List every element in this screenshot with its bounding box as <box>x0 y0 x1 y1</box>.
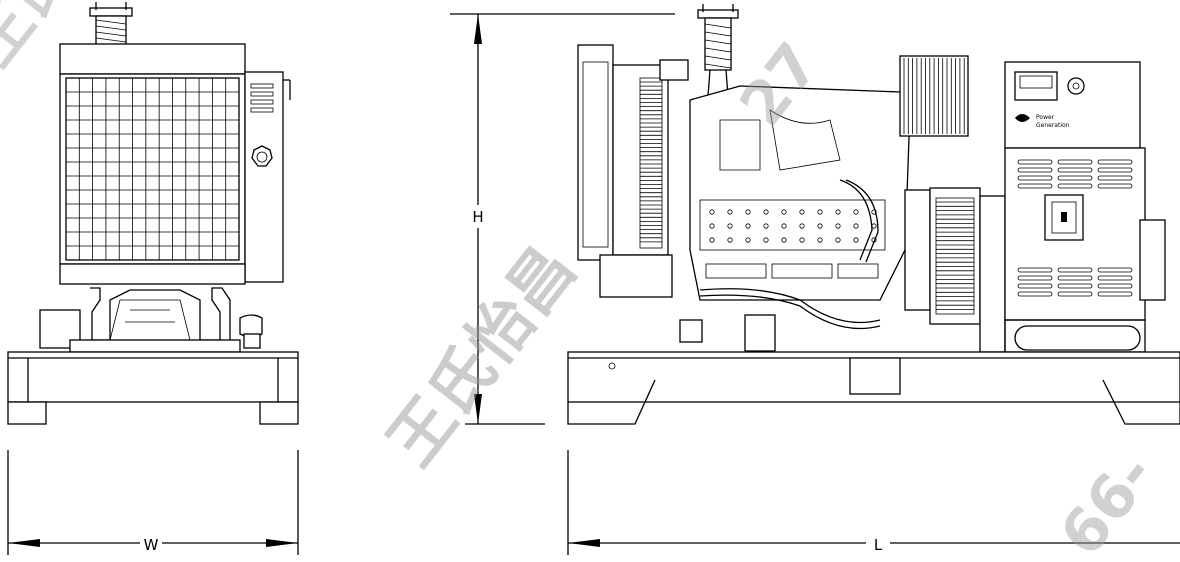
brand-line-1: Power <box>1036 114 1055 121</box>
emergency-stop-knob <box>1067 77 1085 95</box>
front-radiator-top <box>59 43 246 75</box>
side-engine-block <box>679 55 969 352</box>
front-view: W <box>7 2 299 555</box>
side-alternator <box>904 187 1006 353</box>
watermark-text-1: 王氏怡昌 <box>374 233 590 480</box>
side-base-frame <box>567 351 1180 425</box>
watermark-text-3: 66- <box>1047 441 1169 562</box>
controller-display <box>1014 71 1058 101</box>
front-exhaust-bellows <box>89 2 133 47</box>
front-base-frame <box>7 351 299 425</box>
width-dimension: W <box>7 450 299 555</box>
side-exhaust-bellows <box>697 4 739 97</box>
side-view: Power Generation L <box>567 4 1180 555</box>
width-label: W <box>144 536 159 554</box>
height-label: H <box>472 208 483 226</box>
brand-logo-icon <box>1015 114 1030 122</box>
front-radiator-grille <box>59 73 246 265</box>
side-radiator <box>577 44 689 298</box>
length-dimension: L <box>567 450 1180 555</box>
front-engine-underside <box>39 287 263 353</box>
brand-line-2: Generation <box>1036 122 1070 129</box>
front-radiator-skirt <box>59 263 246 285</box>
side-control-cabinet: Power Generation <box>1004 61 1166 353</box>
front-side-panel <box>244 71 291 283</box>
height-dimension: H <box>450 13 675 425</box>
length-label: L <box>874 536 883 554</box>
